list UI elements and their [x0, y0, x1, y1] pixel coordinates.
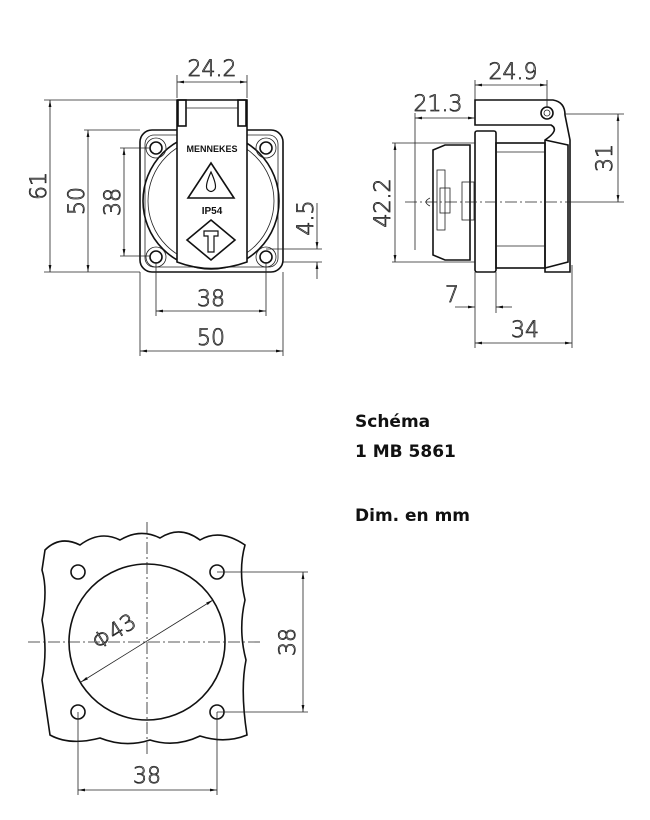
- dim-hole-offset: 4.5: [294, 201, 319, 236]
- flange: [474, 130, 497, 273]
- hinge-pin: [540, 106, 554, 120]
- caption-units: Dim. en mm: [355, 506, 471, 526]
- side-dimensions: 24.9 21.3 42.2 31 7 34: [371, 60, 624, 348]
- dim-cutout-diameter: Φ43: [88, 609, 141, 655]
- side-view: 24.9 21.3 42.2 31 7 34: [371, 60, 624, 348]
- panel-outline: [41, 531, 248, 745]
- earth-symbol-icon: [185, 218, 237, 262]
- dim-depth-rear: 21.3: [414, 92, 463, 117]
- front-view: MENNEKES IP54 24.2 61 50 38 4.5: [27, 57, 322, 356]
- water-drop-icon: [205, 170, 217, 193]
- dim-cutout-hole-spacing-vertical: 38: [276, 628, 301, 656]
- dim-hole-spacing-horizontal: 38: [197, 287, 225, 312]
- dim-rear-height: 42.2: [371, 179, 396, 228]
- caption-title: Schéma: [355, 412, 431, 432]
- dim-pivot-height: 31: [593, 144, 618, 172]
- dim-hole-spacing-vertical: 38: [101, 188, 126, 216]
- dim-total-height: 61: [27, 172, 52, 200]
- caption-reference: 1 MB 5861: [355, 442, 456, 462]
- dim-cutout-hole-spacing-horizontal: 38: [133, 764, 161, 789]
- hinged-flap: MENNEKES IP54: [176, 99, 248, 270]
- dim-depth-cover: 24.9: [489, 60, 538, 85]
- panel-cutout-view: Φ43 38 38: [28, 522, 308, 795]
- dim-body-width: 50: [197, 326, 225, 351]
- ip-rating: IP54: [202, 206, 223, 217]
- dim-total-depth: 34: [511, 318, 539, 343]
- dim-flap-width: 24.2: [188, 57, 237, 82]
- warning-triangle-icon: [186, 161, 236, 199]
- dim-flange: 7: [445, 283, 459, 308]
- rear-terminal-block: [432, 144, 471, 261]
- front-dimensions: 24.2 61 50 38 4.5 38 50: [27, 57, 322, 356]
- brand-logo: MENNEKES: [186, 144, 237, 154]
- dim-body-height: 50: [65, 187, 90, 215]
